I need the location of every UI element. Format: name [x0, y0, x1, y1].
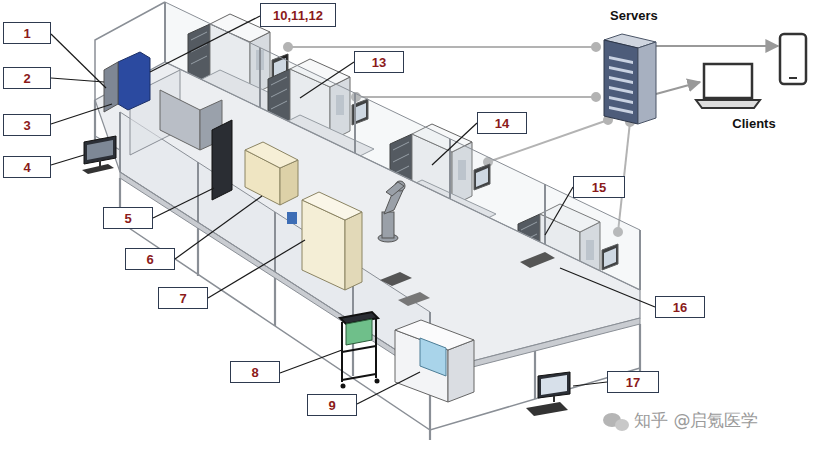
callout-text: 2: [23, 71, 30, 86]
client-node: Clients: [690, 28, 818, 140]
callout-text: 9: [328, 398, 335, 413]
client-devices-icon: [690, 28, 818, 114]
callout-text: 13: [372, 55, 386, 70]
callout-number: 16: [655, 296, 705, 318]
callout-text: 3: [23, 118, 30, 133]
callout-text: 7: [179, 291, 186, 306]
callout-number: 1: [3, 22, 51, 44]
server-node: Servers: [600, 8, 672, 126]
callout-text: 10,11,12: [273, 8, 323, 23]
server-icon: [600, 30, 662, 126]
callout-number: 7: [158, 287, 208, 309]
callout-text: 15: [592, 180, 606, 195]
callout-text: 4: [23, 160, 30, 175]
callout-number: 3: [3, 114, 51, 136]
callout-text: 1: [23, 26, 30, 41]
callout-number: 15: [573, 176, 625, 198]
callout-text: 6: [146, 252, 153, 267]
callout-number: 14: [477, 112, 527, 134]
clients-heading: Clients: [690, 116, 818, 131]
callout-number: 9: [307, 394, 357, 416]
connector-arrow: [656, 82, 700, 94]
callout-text: 8: [251, 365, 258, 380]
callout-number: 10,11,12: [260, 3, 336, 27]
server-heading: Servers: [610, 8, 658, 23]
callout-number: 2: [3, 67, 51, 89]
callout-number: 5: [103, 207, 153, 229]
connector-arrow: [656, 45, 778, 47]
callout-number: 4: [3, 156, 51, 178]
callout-number: 13: [354, 51, 404, 73]
callout-number: 8: [230, 361, 280, 383]
callout-text: 14: [495, 116, 509, 131]
callout-text: 17: [626, 375, 640, 390]
callout-number: 6: [125, 248, 175, 270]
callout-text: 5: [124, 211, 131, 226]
callout-text: 16: [673, 300, 687, 315]
callout-number: 17: [607, 371, 659, 393]
watermark: 知乎 @启氪医学: [634, 409, 758, 432]
